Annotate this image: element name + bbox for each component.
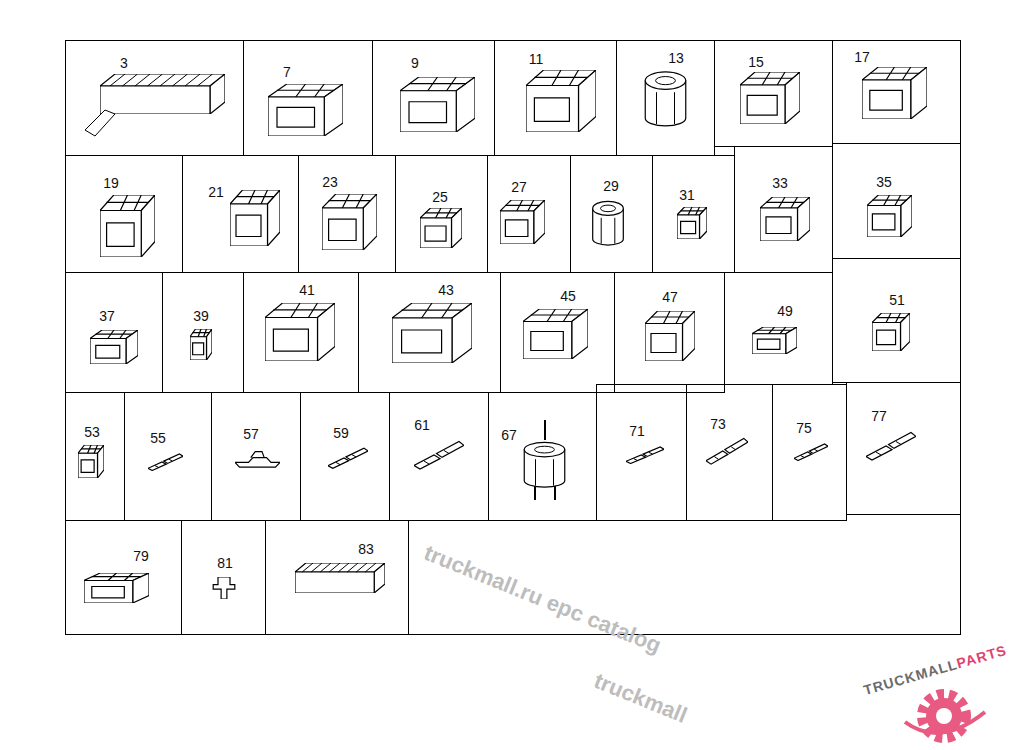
part-cell: 17 [832, 40, 961, 144]
callout-number: 51 [889, 292, 905, 308]
part-cell: 37 [65, 272, 163, 393]
callout-number: 71 [629, 423, 645, 439]
callout-number: 35 [876, 174, 892, 190]
part-cell: 25 [395, 155, 488, 273]
part-cell: 61 [389, 392, 489, 521]
part-cell: 27 [487, 155, 571, 273]
part-cell: 7 [243, 40, 373, 156]
part-cell: 59 [300, 392, 390, 521]
logo-word: TRUCKMALL [862, 656, 960, 698]
callout-number: 9 [411, 55, 419, 71]
callout-number: 67 [501, 427, 517, 443]
part-cell: 23 [298, 155, 396, 273]
callout-number: 43 [438, 282, 454, 298]
part-cell: 21 [182, 155, 299, 273]
part-cell: 9 [372, 40, 495, 156]
part-cell: 43 [358, 272, 501, 393]
callout-number: 61 [414, 417, 430, 433]
callout-number: 17 [854, 49, 870, 65]
callout-number: 57 [243, 426, 259, 442]
part-cell: 67 [488, 392, 597, 521]
callout-number: 55 [150, 430, 166, 446]
callout-number: 45 [560, 288, 576, 304]
part-cell: 15 [714, 40, 833, 147]
callout-number: 15 [748, 54, 764, 70]
callout-number: 21 [208, 184, 224, 200]
part-cell: 33 [734, 146, 833, 273]
part-cell: 75 [772, 384, 847, 521]
part-cell: 39 [162, 272, 244, 393]
callout-number: 11 [529, 51, 544, 67]
part-cell: 31 [652, 155, 735, 273]
callout-number: 75 [796, 420, 812, 436]
part-cell: 51 [832, 258, 961, 383]
callout-number: 23 [322, 174, 338, 190]
part-cell: 29 [570, 155, 653, 273]
part-cell: 77 [846, 382, 961, 515]
callout-number: 59 [333, 425, 349, 441]
callout-number: 27 [511, 179, 527, 195]
callout-number: 3 [120, 55, 128, 71]
part-cell: 81 [181, 520, 266, 635]
logo-word: PARTS [955, 642, 1009, 672]
watermark: truckmall [590, 668, 690, 729]
callout-number: 33 [772, 175, 788, 191]
callout-number: 49 [777, 303, 793, 319]
part-cell: 41 [243, 272, 359, 393]
callout-number: 41 [299, 282, 315, 298]
part-cell: 53 [65, 392, 125, 521]
callout-number: 39 [193, 308, 209, 324]
callout-number: 47 [662, 289, 678, 305]
callout-number: 73 [710, 416, 726, 432]
part-cell: 79 [65, 520, 182, 635]
callout-number: 79 [133, 548, 149, 564]
part-cell: 83 [265, 520, 409, 635]
callout-number: 53 [84, 424, 100, 440]
callout-number: 37 [99, 308, 115, 324]
part-cell: 49 [724, 272, 833, 385]
callout-number: 13 [668, 50, 684, 66]
callout-number: 19 [103, 175, 119, 191]
callout-number: 81 [217, 555, 233, 571]
logo-text: TRUCKMALLPARTS [862, 642, 1009, 698]
callout-number: 77 [871, 408, 887, 424]
part-cell: 35 [832, 143, 961, 259]
part-cell: 11 [494, 40, 617, 156]
part-cell: 73 [686, 384, 773, 521]
logo-gear [905, 694, 985, 738]
watermark: truckmall.ru epc catalog [420, 540, 664, 659]
callout-number: 7 [283, 64, 291, 80]
part-cell: 3 [65, 40, 244, 156]
part-cell: 45 [500, 272, 615, 393]
callout-number: 31 [679, 187, 695, 203]
callout-number: 25 [432, 189, 448, 205]
callout-number: 83 [358, 541, 374, 557]
part-cell: 71 [596, 384, 687, 521]
part-cell: 55 [124, 392, 212, 521]
callout-number: 29 [603, 178, 619, 194]
part-cell: 19 [65, 155, 183, 273]
part-cell: 13 [616, 40, 715, 156]
part-cell: 57 [211, 392, 301, 521]
part-cell: 47 [614, 272, 725, 393]
